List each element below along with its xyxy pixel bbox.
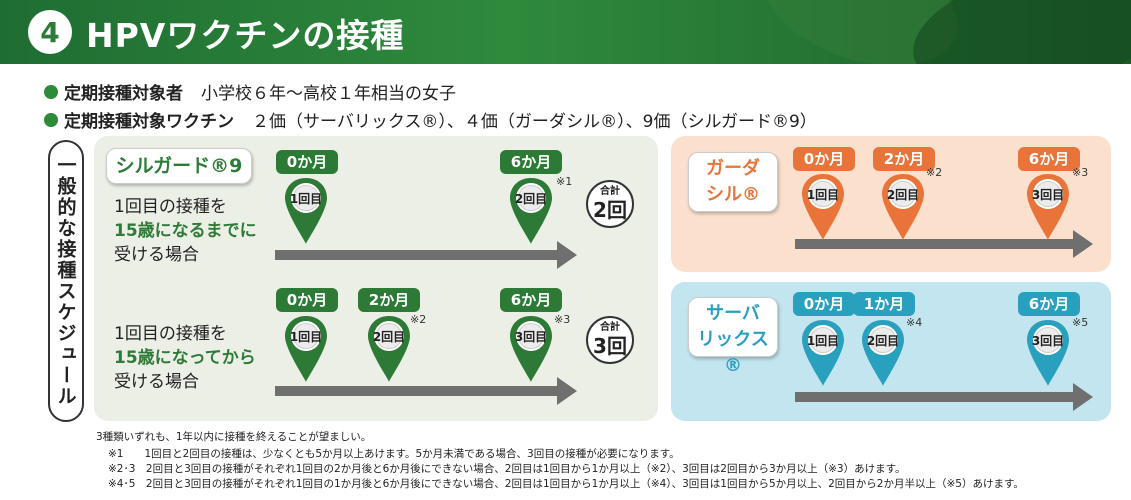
timeline-arrow — [795, 383, 1093, 411]
dose-label: 1回目 — [806, 188, 840, 202]
page-title: HPVワクチンの接種 — [86, 16, 405, 55]
dose-pin: 3回目 — [1025, 172, 1071, 242]
dose-label: 3回目 — [1031, 188, 1065, 202]
bullet-label: 定期接種対象ワクチン — [64, 112, 234, 132]
month-tag: 6か月 — [500, 288, 562, 312]
pin-center — [293, 323, 319, 349]
total-doses-badge: 合計 2回 — [586, 180, 634, 228]
total-value: 2回 — [593, 198, 627, 222]
month-tag: 0か月 — [793, 292, 855, 316]
silgard-name-box: シルガード®9 — [106, 148, 252, 184]
month-tag: 1か月 — [853, 292, 915, 316]
pin-center — [376, 323, 402, 349]
case-line: 1回目の接種を — [114, 324, 227, 344]
case-line: 受ける場合 — [114, 372, 199, 392]
dose-pin: 3回目 — [1025, 318, 1071, 388]
pin-center — [890, 181, 916, 207]
silgard-case2-text: 1回目の接種を 15歳になってから 受ける場合 — [114, 322, 256, 394]
note-mark: ※5 — [1072, 316, 1089, 329]
dose-label: 3回目 — [1031, 334, 1065, 348]
pin-center — [1035, 181, 1061, 207]
total-label: 合計 — [600, 186, 620, 197]
case-line-highlight: 15歳になってから — [114, 348, 256, 368]
gardasil-name-box: ガーダ シル® — [688, 152, 778, 212]
bullet-value: ２価（サーバリックス®）、４価（ガーダシル®）、9価（シルガード®9） — [252, 112, 817, 132]
pin-center — [810, 327, 836, 353]
case-line-highlight: 15歳になるまでに — [114, 221, 257, 241]
footnote: ※1 1回目と2回目の接種は、少なくとも5か月以上あけます。5か月未満である場合… — [108, 448, 680, 460]
pin-center — [870, 327, 896, 353]
dose-pin: 2回目 — [508, 176, 554, 246]
section-number: 4 — [28, 10, 72, 54]
month-tag: 0か月 — [793, 147, 855, 171]
dose-label: 1回目 — [289, 192, 323, 206]
pin-center — [1035, 327, 1061, 353]
note-mark: ※4 — [906, 316, 923, 329]
pin-center — [518, 185, 544, 211]
bullet-target-persons: 定期接種対象者 小学校６年〜高校１年相当の女子 — [44, 79, 456, 104]
total-value: 3回 — [593, 334, 627, 358]
month-tag: 2か月 — [358, 288, 420, 312]
gardasil-name-line1: ガーダ — [706, 158, 760, 179]
pin-center — [518, 323, 544, 349]
dose-pin: 3回目 — [508, 314, 554, 384]
bullet-label: 定期接種対象者 — [64, 84, 183, 104]
case-line: 1回目の接種を — [114, 197, 227, 217]
note-mark: ※2 — [410, 313, 427, 326]
month-tag: 6か月 — [1018, 292, 1080, 316]
dose-label: 2回目 — [514, 192, 548, 206]
total-doses-badge: 合計 3回 — [586, 316, 634, 364]
timeline-arrow — [795, 230, 1093, 258]
footnote: ※4･5 2回目と3回目の接種がそれぞれ1回目の1か月後と6か月後にできない場合… — [108, 478, 1024, 490]
month-tag: 0か月 — [276, 150, 338, 174]
silgard-case1-text: 1回目の接種を 15歳になるまでに 受ける場合 — [114, 195, 257, 267]
dose-pin: 1回目 — [800, 318, 846, 388]
note-mark: ※1 — [556, 175, 573, 188]
cervarix-name-box: サーバ リックス® — [688, 297, 778, 376]
dose-label: 2回目 — [866, 334, 900, 348]
note-mark: ※3 — [554, 313, 571, 326]
cervarix-name-line1: サーバ — [706, 303, 760, 324]
month-tag: 6か月 — [1018, 147, 1080, 171]
pin-center — [810, 181, 836, 207]
dose-label: 2回目 — [372, 330, 406, 344]
month-tag: 0か月 — [276, 288, 338, 312]
footnote: 3種類いずれも、1年以内に接種を終えることが望ましい。 — [96, 431, 372, 443]
dose-label: 3回目 — [514, 330, 548, 344]
dose-pin: 2回目 — [366, 314, 412, 384]
cervarix-name-line2: リックス® — [697, 329, 769, 376]
note-mark: ※2 — [926, 166, 943, 179]
side-label-text: 一般的な接種スケジュール — [54, 155, 77, 407]
dose-label: 1回目 — [289, 330, 323, 344]
total-label: 合計 — [600, 322, 620, 333]
month-tag: 2か月 — [873, 147, 935, 171]
case-line: 受ける場合 — [114, 245, 199, 265]
bullet-dot — [44, 112, 58, 127]
bullet-dot — [44, 84, 58, 99]
bullet-value: 小学校６年〜高校１年相当の女子 — [201, 84, 456, 104]
pin-center — [293, 185, 319, 211]
dose-label: 1回目 — [806, 334, 840, 348]
footnote: ※2･3 2回目と3回目の接種がそれぞれ1回目の2か月後と6か月後にできない場合… — [108, 463, 906, 475]
month-tag: 6か月 — [500, 150, 562, 174]
bullet-target-vaccines: 定期接種対象ワクチン ２価（サーバリックス®）、４価（ガーダシル®）、9価（シル… — [44, 107, 817, 132]
header-banner: 4 HPVワクチンの接種 — [0, 0, 1131, 64]
dose-pin: 1回目 — [283, 314, 329, 384]
note-mark: ※3 — [1072, 166, 1089, 179]
gardasil-name-line2: シル® — [706, 184, 760, 205]
timeline-arrow — [275, 377, 577, 405]
dose-pin: 1回目 — [283, 176, 329, 246]
dose-pin: 2回目 — [860, 318, 906, 388]
timeline-arrow — [275, 241, 577, 269]
dose-label: 2回目 — [886, 188, 920, 202]
dose-pin: 2回目 — [880, 172, 926, 242]
dose-pin: 1回目 — [800, 172, 846, 242]
schedule-side-label: 一般的な接種スケジュール — [48, 140, 84, 422]
